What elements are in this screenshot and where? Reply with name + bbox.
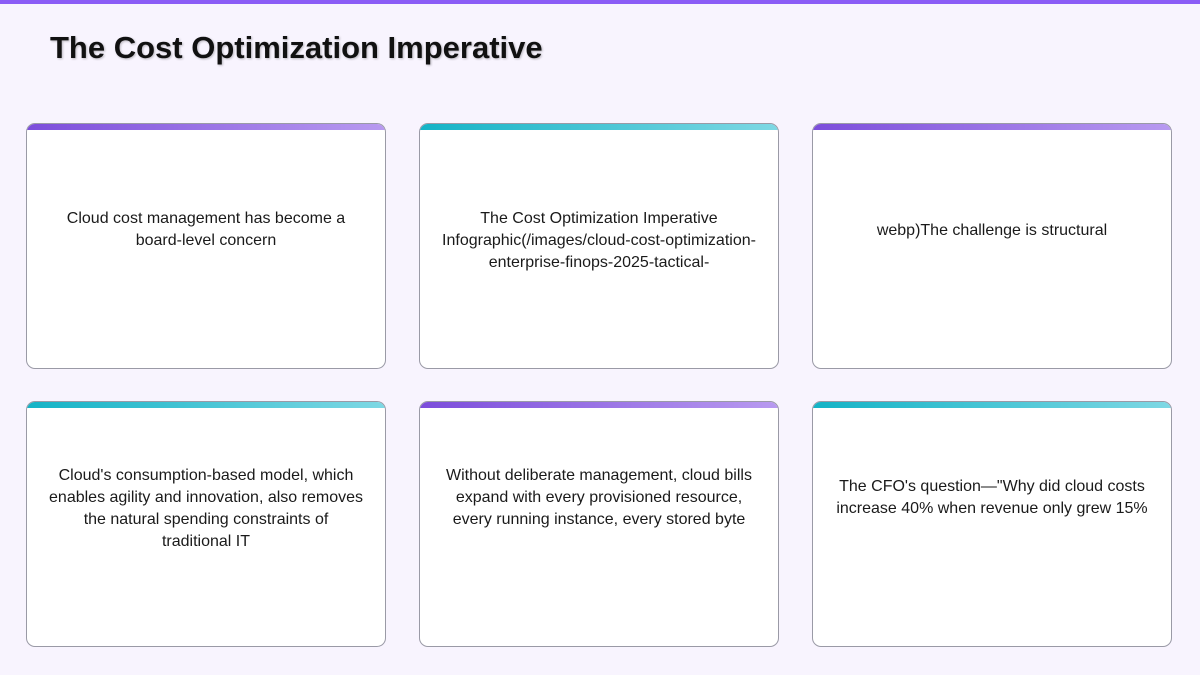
card-text: Without deliberate management, cloud bil… <box>446 467 752 528</box>
card-6: The CFO's question—"Why did cloud costs … <box>812 401 1172 647</box>
card-1: Cloud cost management has become a board-… <box>26 123 386 369</box>
card-4: Cloud's consumption-based model, which e… <box>26 401 386 647</box>
card-accent <box>420 402 778 408</box>
card-accent <box>420 124 778 130</box>
card-text: Cloud cost management has become a <box>66 210 346 227</box>
card-text: webp)The challenge is structural <box>876 222 1108 239</box>
card-2: The Cost Optimization Imperative Infogra… <box>419 123 779 369</box>
card-accent <box>813 402 1171 408</box>
card-accent <box>27 402 385 408</box>
card-text: Cloud's consumption-based model, which e… <box>49 467 363 550</box>
card-text: The CFO's question—"Why did cloud costs … <box>836 478 1148 517</box>
card-3: webp)The challenge is structural <box>812 123 1172 369</box>
card-text: The Cost Optimization Imperative <box>480 210 718 227</box>
card-accent <box>27 124 385 130</box>
top-accent-bar <box>0 0 1200 4</box>
overflow-text: Infographic(/images/cloud-cost-optimizat… <box>442 232 756 271</box>
card-accent <box>813 124 1171 130</box>
card-text-2: board-level concern <box>135 232 277 249</box>
card-5: Without deliberate management, cloud bil… <box>419 401 779 647</box>
page-title: The Cost Optimization Imperative <box>50 30 543 65</box>
